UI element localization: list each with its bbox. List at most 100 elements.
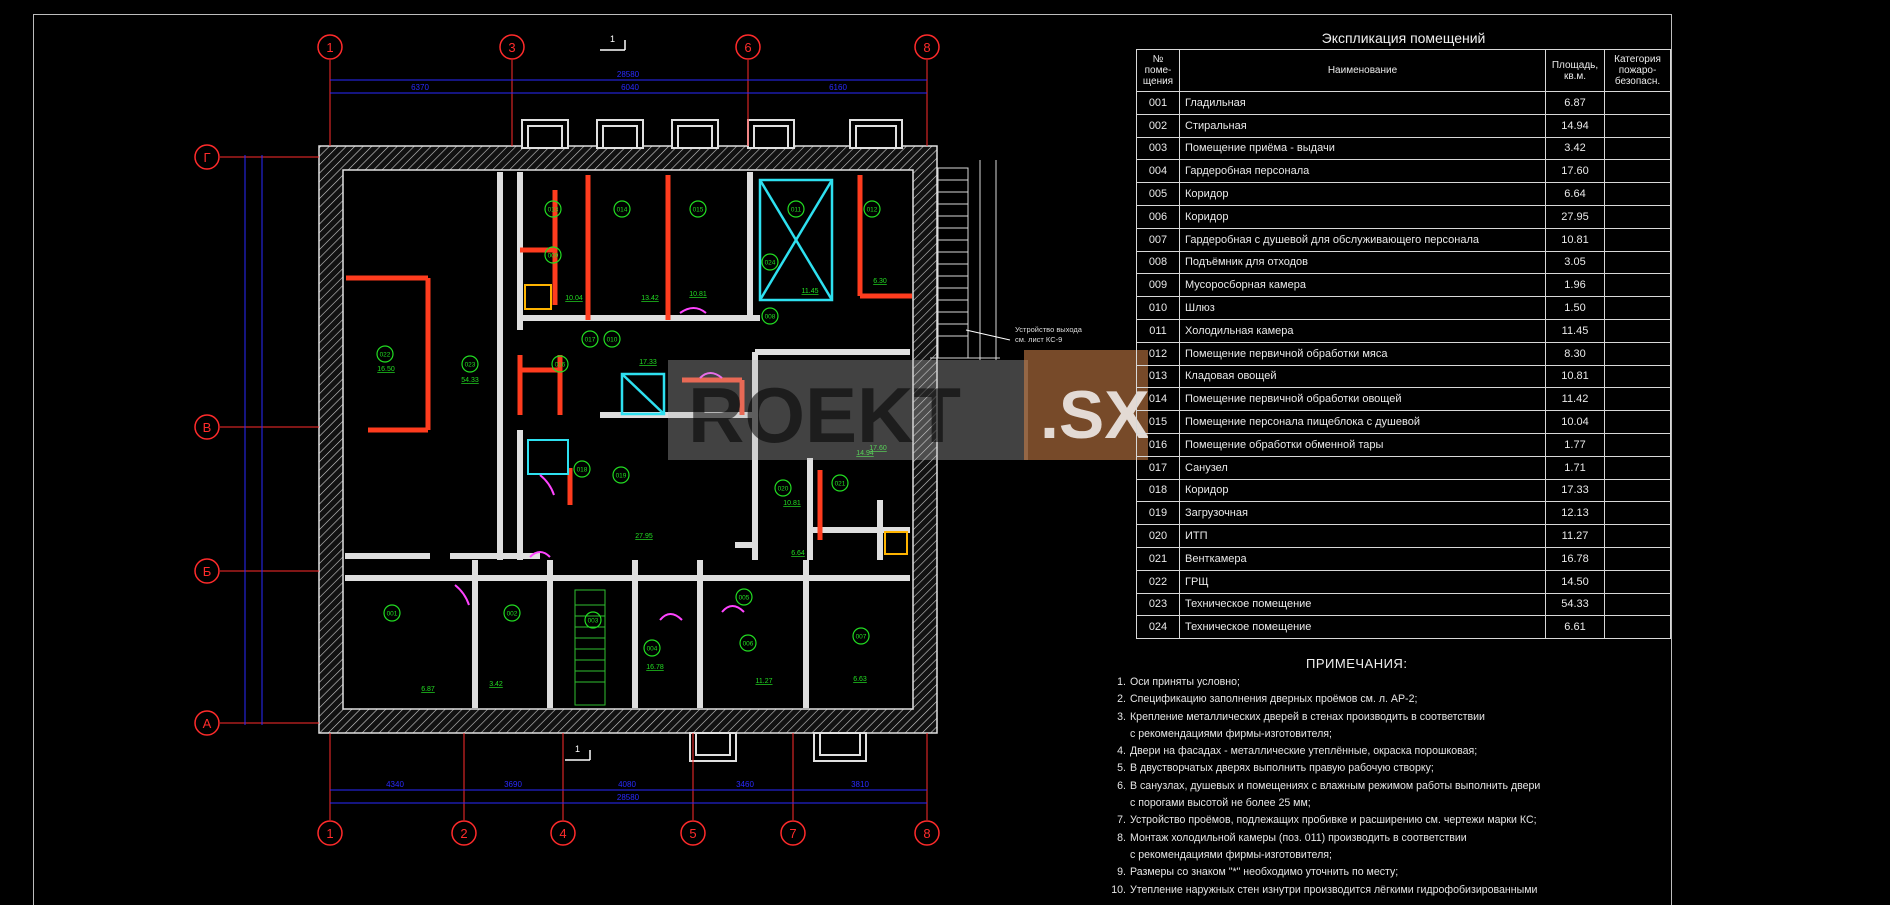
room-area: 14.94 xyxy=(1545,113,1605,138)
room-tag: 008 xyxy=(765,314,776,321)
room-number: 003 xyxy=(1136,136,1180,161)
room-number: 018 xyxy=(1136,478,1180,503)
room-area: 10.04 xyxy=(1545,410,1605,434)
room-tag-circle xyxy=(584,611,602,629)
room-name: Техническое помещение xyxy=(1179,592,1546,617)
room-tag-circle xyxy=(774,479,792,497)
room-tag-circle xyxy=(503,604,521,622)
note-text: Двери на фасадах - металлические утеплён… xyxy=(1130,745,1478,758)
room-number: 017 xyxy=(1136,455,1180,480)
axis-bubble xyxy=(317,820,343,846)
room-number: 024 xyxy=(1136,615,1180,640)
room-tag: 011 xyxy=(791,207,802,214)
room-name: Помещение приёма - выдачи xyxy=(1179,136,1546,161)
section-marks xyxy=(565,40,626,761)
room-number: 009 xyxy=(1136,273,1180,298)
note-continuation: с рекомендациями фирмы-изготовителя; xyxy=(1130,727,1332,740)
room-area-label: 6.87 xyxy=(421,686,435,693)
room-tag: 023 xyxy=(465,362,476,369)
room-area-label: 16.78 xyxy=(646,664,664,671)
axis-bubble xyxy=(194,414,220,440)
room-category xyxy=(1604,615,1671,640)
room-area: 11.27 xyxy=(1545,524,1605,548)
room-category xyxy=(1604,364,1671,389)
axis-label-left: А xyxy=(203,716,212,731)
room-tag-circle xyxy=(689,200,707,218)
explication-table: № поме- щения Наименование Площадь, кв.м… xyxy=(1136,49,1671,640)
room-name: Гардеробная с душевой для обслуживающего… xyxy=(1179,227,1546,252)
bottom-bays xyxy=(689,732,867,762)
room-area-label: 6.30 xyxy=(873,278,887,285)
dim-top-1: 6370 xyxy=(411,83,429,92)
room-area: 27.95 xyxy=(1545,204,1605,229)
room-category xyxy=(1604,182,1671,206)
room-tag: 006 xyxy=(743,641,754,648)
room-name: ИТП xyxy=(1179,524,1546,548)
room-category xyxy=(1604,296,1671,320)
room-tag-circle xyxy=(612,466,630,484)
room-area-label: 27.95 xyxy=(635,533,653,540)
note-item: 3.Крепление металлических дверей в стена… xyxy=(1108,709,1540,744)
dim-bottom-1: 4340 xyxy=(386,780,404,789)
room-category xyxy=(1604,204,1671,229)
room-category xyxy=(1604,91,1671,115)
room-tag: 010 xyxy=(607,337,618,344)
note-text: Размеры со знаком "*" необходимо уточнит… xyxy=(1130,866,1399,879)
room-category xyxy=(1604,387,1671,412)
header-num: № поме- щения xyxy=(1136,49,1180,92)
room-area-label: 54.33 xyxy=(461,377,479,384)
room-tag-circle xyxy=(551,355,569,373)
room-name: Коридор xyxy=(1179,204,1546,229)
room-name: Коридор xyxy=(1179,478,1546,503)
room-number: 016 xyxy=(1136,432,1180,457)
note-item: 2.Спецификацию заполнения дверных проёмо… xyxy=(1108,691,1540,708)
room-number: 021 xyxy=(1136,546,1180,571)
room-area: 6.61 xyxy=(1545,615,1605,640)
note-number: 1. xyxy=(1117,676,1126,688)
dim-bottom-2: 3690 xyxy=(504,780,522,789)
axis-bubble xyxy=(780,820,806,846)
dim-bottom-4: 3460 xyxy=(736,780,754,789)
room-category xyxy=(1604,113,1671,138)
notes-title: ПРИМЕЧАНИЯ: xyxy=(1306,656,1408,671)
room-tag: 014 xyxy=(617,207,628,214)
room-area: 17.33 xyxy=(1545,478,1605,503)
room-tag: 020 xyxy=(778,486,789,493)
axis-label-bottom: 1 xyxy=(326,826,333,841)
room-area-label: 17.33 xyxy=(639,359,657,366)
room-tag-circle xyxy=(735,588,753,606)
room-area-label: 14.94 xyxy=(856,450,874,457)
room-area-label: 16.50 xyxy=(377,366,395,373)
room-tag: 022 xyxy=(380,352,391,359)
note-number: 5. xyxy=(1117,762,1126,775)
room-area: 10.81 xyxy=(1545,364,1605,389)
room-area-label: 17.60 xyxy=(869,445,887,452)
axis-label-top: 1 xyxy=(326,40,333,55)
axis-label-bottom: 8 xyxy=(923,826,930,841)
axis-bubble xyxy=(194,710,220,736)
room-area-label: 11.45 xyxy=(802,288,819,295)
room-tag-circle xyxy=(544,200,562,218)
dim-top-2: 6040 xyxy=(621,83,639,92)
room-tag-circle xyxy=(376,345,394,363)
room-category xyxy=(1604,432,1671,457)
room-number: 010 xyxy=(1136,296,1180,320)
room-area-label: 6.64 xyxy=(791,550,805,557)
note-text: Монтаж холодильной камеры (поз. 011) про… xyxy=(1130,831,1467,844)
room-area: 17.60 xyxy=(1545,159,1605,184)
cold-room xyxy=(620,178,834,416)
note-item: 4.Двери на фасадах - металлические утепл… xyxy=(1108,743,1540,760)
